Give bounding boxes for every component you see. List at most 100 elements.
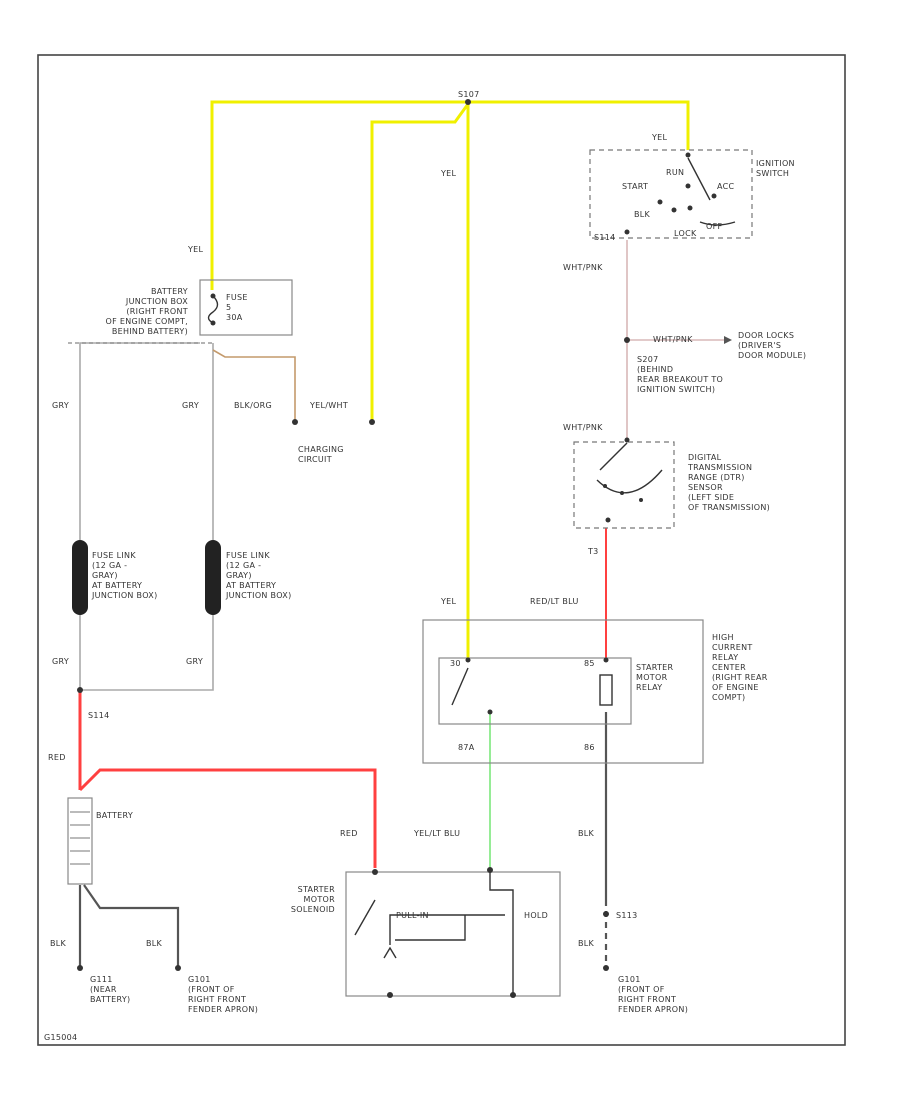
- label-gry-4: GRY: [186, 657, 203, 666]
- label-wht-pnk-2: WHT/PNK: [563, 423, 603, 432]
- label-red: RED: [48, 753, 66, 762]
- dtr-contact-2: [605, 517, 611, 523]
- relay-pin-87-dot: [487, 709, 493, 715]
- label-yel-top-right: YEL: [651, 133, 668, 142]
- door-lock-splice: [624, 337, 630, 343]
- ign-contact-top: [685, 152, 691, 158]
- label-wht-pnk-1: WHT/PNK: [563, 263, 603, 272]
- yel-wire-right: [468, 100, 690, 150]
- label-gry-2: GRY: [182, 401, 199, 410]
- gry-wire-left: [79, 342, 200, 540]
- solenoid-contact: [354, 899, 376, 936]
- relay-pin-30-dot: [465, 657, 471, 663]
- label-footer: G15004: [44, 1033, 77, 1042]
- label-gry-1: GRY: [52, 401, 69, 410]
- label-yel-wht: YEL/WHT: [309, 401, 348, 410]
- ign-contact-lock: [687, 205, 693, 211]
- s107-splice: [465, 99, 471, 105]
- label-yel-top-left: YEL: [187, 245, 204, 254]
- label-red-2: RED: [340, 829, 358, 838]
- blk-wire-battery-right: [83, 884, 180, 968]
- label-relay-pin-87: 87A: [458, 743, 475, 752]
- label-t-label: T3: [587, 547, 599, 556]
- solenoid-pull-in-coil: [389, 914, 505, 945]
- label-yel-relay: YEL: [440, 597, 457, 606]
- fuse-link-left: [72, 540, 88, 615]
- battery-outline: [67, 797, 93, 885]
- label-s113: S113: [616, 911, 638, 920]
- charging-terminal-2: [369, 419, 375, 425]
- red-wire-solenoid: [78, 768, 377, 868]
- dtr-sensor-box: [573, 441, 675, 529]
- label-red-lt-blu: RED/LT BLU: [530, 597, 579, 606]
- fuse-element: [207, 295, 219, 324]
- label-ign-acc: ACC: [717, 182, 735, 191]
- solenoid-box: [345, 871, 561, 997]
- label-blk-1: BLK: [578, 829, 595, 838]
- ign-contact-start: [657, 199, 663, 205]
- label-blk-org: BLK/ORG: [234, 401, 272, 410]
- fuse-box: [199, 279, 293, 336]
- label-blk-4: BLK: [146, 939, 163, 948]
- s113-splice: [603, 911, 609, 917]
- label-pull-in: PULL-IN: [396, 911, 429, 920]
- relay-switch-blade: [451, 667, 469, 706]
- starter-relay-box: [438, 657, 632, 725]
- blk-org-wire: [212, 349, 296, 420]
- ign-contact-arc: [699, 221, 736, 226]
- dtr-contact-1: [624, 437, 630, 443]
- ign-contact-out: [624, 229, 630, 235]
- label-ign-blk: BLK: [634, 210, 651, 219]
- solenoid-motor-terminal: [387, 992, 393, 998]
- label-battery: BATTERY: [96, 811, 133, 820]
- ground-g111: [77, 965, 83, 971]
- label-gry-3: GRY: [52, 657, 69, 666]
- label-ign-run: RUN: [666, 168, 684, 177]
- ground-g101-left: [175, 965, 181, 971]
- label-ign-off: OFF: [706, 222, 722, 231]
- label-relay-pin-30: 30: [450, 659, 461, 668]
- dtr-contact-arc: [596, 469, 663, 494]
- diagram-frame: [37, 54, 846, 1046]
- gry-wire-right-low: [80, 615, 214, 691]
- ign-contact-acc: [711, 193, 717, 199]
- dtr-contact-5: [639, 498, 643, 502]
- yel-wire-left: [210, 100, 468, 290]
- label-blk-3: BLK: [50, 939, 67, 948]
- ignition-switch-box: [589, 149, 753, 239]
- s114-splice: [77, 687, 83, 693]
- dtr-switch-blade: [599, 442, 628, 471]
- label-hold: HOLD: [524, 911, 548, 920]
- label-relay-pin-86: 86: [584, 743, 595, 752]
- yel-wht-wire: [370, 103, 470, 422]
- fuse-link-right: [205, 540, 221, 615]
- relay-pin-85-dot: [603, 657, 609, 663]
- relay-center-box: [422, 619, 704, 764]
- label-yel-top-mid: YEL: [440, 169, 457, 178]
- charging-terminal-1: [292, 419, 298, 425]
- ign-contact-blk: [671, 207, 677, 213]
- solenoid-coil-link: [395, 915, 466, 941]
- ign-switch-blade: [687, 157, 711, 201]
- label-yel-lt-blu: YEL/LT BLU: [413, 829, 460, 838]
- ground-g101-right: [603, 965, 609, 971]
- label-ign-start: START: [622, 182, 648, 191]
- ign-contact-run: [685, 183, 691, 189]
- label-wht-pnk-door: WHT/PNK: [653, 335, 693, 344]
- label-splice-top: S107: [458, 90, 480, 99]
- label-blk-2: BLK: [578, 939, 595, 948]
- solenoid-hold-coil: [489, 870, 514, 995]
